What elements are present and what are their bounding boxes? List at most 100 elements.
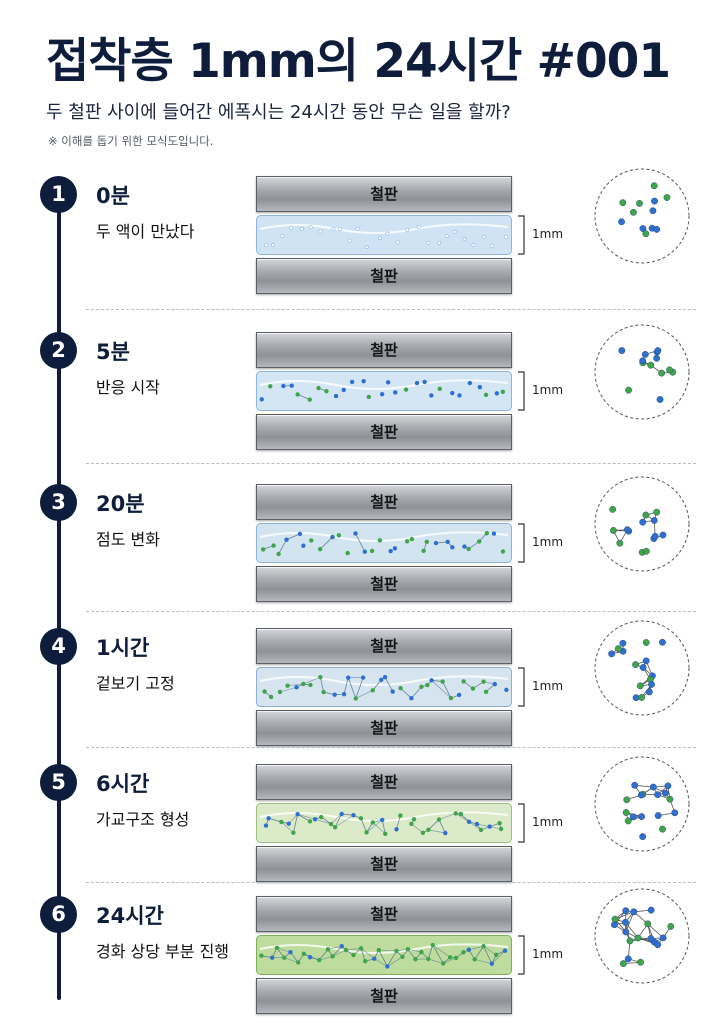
stage-description: 두 액이 만났다 (96, 218, 195, 242)
molecule (298, 532, 302, 536)
molecule (372, 957, 376, 961)
molecule (326, 947, 330, 951)
molecule (333, 825, 337, 829)
molecule (354, 696, 358, 700)
molecule (378, 538, 382, 542)
layer-fill (257, 372, 512, 411)
molecule (495, 391, 499, 395)
thickness-bracket-icon (518, 667, 526, 707)
molecule (425, 540, 429, 544)
molecule (406, 947, 410, 951)
molecule (342, 692, 346, 696)
molecule (398, 813, 402, 817)
molecule (308, 397, 312, 401)
zoom-molecule (653, 509, 659, 515)
molecule (422, 380, 426, 384)
stage-number-badge: 1 (40, 176, 77, 213)
molecule (262, 689, 266, 693)
molecule (302, 952, 306, 956)
molecule (504, 235, 507, 238)
molecule (438, 387, 442, 391)
zoom-molecule (618, 219, 624, 225)
zoom-molecule (617, 540, 623, 546)
molecule (415, 381, 419, 385)
zoom-molecule (643, 639, 649, 645)
molecule (271, 243, 274, 246)
molecule (308, 819, 312, 823)
steel-plate-bottom: 철판 (256, 710, 512, 746)
molecule (412, 817, 416, 821)
molecule (281, 234, 284, 237)
molecule-zoom-circle (592, 618, 692, 718)
stage-number-badge: 5 (40, 764, 77, 801)
stage-time: 1시간 (96, 632, 149, 662)
zoom-molecule (640, 519, 646, 525)
stage-divider (86, 463, 696, 464)
steel-plate-bottom: 철판 (256, 566, 512, 602)
stage-description: 점도 변화 (96, 526, 160, 550)
steel-plate-top: 철판 (256, 484, 512, 520)
molecule (450, 545, 454, 549)
molecule (467, 820, 471, 824)
stage-description: 경화 상당 부분 진행 (96, 938, 229, 962)
page-subtitle: 두 철판 사이에 들어간 에폭시는 24시간 동안 무슨 일을 할까? (46, 98, 511, 124)
steel-plate-top: 철판 (256, 332, 512, 368)
molecule (396, 241, 399, 244)
bracket-line (518, 372, 524, 410)
molecule (385, 964, 389, 968)
stage-1: 1 0분 두 액이 만났다 철판 철판 1mm (0, 176, 725, 316)
molecule (434, 541, 438, 545)
zoom-molecule (662, 790, 668, 796)
zoom-molecule (639, 358, 645, 364)
zoom-molecule (625, 818, 631, 824)
molecule (461, 950, 465, 954)
molecule (279, 820, 283, 824)
zoom-molecule (637, 959, 643, 965)
zoom-molecule (657, 396, 663, 402)
stage-number-badge: 4 (40, 628, 77, 665)
zoom-molecule (643, 548, 649, 554)
molecule (429, 678, 433, 682)
molecule (429, 393, 433, 397)
molecule (501, 549, 505, 553)
zoom-molecule (651, 183, 657, 189)
stage-divider (86, 611, 696, 612)
zoom-molecule (638, 813, 644, 819)
molecule (386, 380, 390, 384)
zoom-molecule (623, 929, 629, 935)
stage-time: 20분 (96, 488, 145, 518)
molecule (269, 695, 273, 699)
page-title: 접착층 1mm의 24시간 #001 (46, 22, 670, 91)
molecule (321, 690, 325, 694)
stage-number-badge: 3 (40, 484, 77, 521)
molecule (421, 831, 425, 835)
zoom-molecule (623, 907, 629, 913)
page-note: ※ 이해를 돕기 위한 모식도입니다. (48, 133, 213, 149)
molecule (468, 381, 472, 385)
zoom-molecule (672, 810, 678, 816)
molecule (437, 817, 441, 821)
zoom-molecule (650, 784, 656, 790)
molecule (406, 228, 409, 231)
molecule (318, 675, 322, 679)
zoom-molecule (619, 347, 625, 353)
zoom-molecule (638, 792, 644, 798)
zoom-molecule (665, 783, 671, 789)
molecule (445, 540, 449, 544)
molecule (363, 959, 367, 963)
molecule (394, 949, 398, 953)
zoom-molecule (622, 919, 628, 925)
molecule (454, 956, 458, 960)
molecule (421, 549, 425, 553)
molecule (419, 685, 423, 689)
molecule (291, 831, 295, 835)
molecule (504, 688, 508, 692)
molecule (371, 688, 375, 692)
molecule (400, 955, 404, 959)
thickness-label: 1mm (532, 679, 563, 693)
zoom-outline (595, 169, 689, 263)
molecule (365, 245, 368, 248)
bracket-line (518, 936, 524, 974)
zoom-molecule (642, 351, 648, 357)
stage-divider (86, 309, 696, 310)
